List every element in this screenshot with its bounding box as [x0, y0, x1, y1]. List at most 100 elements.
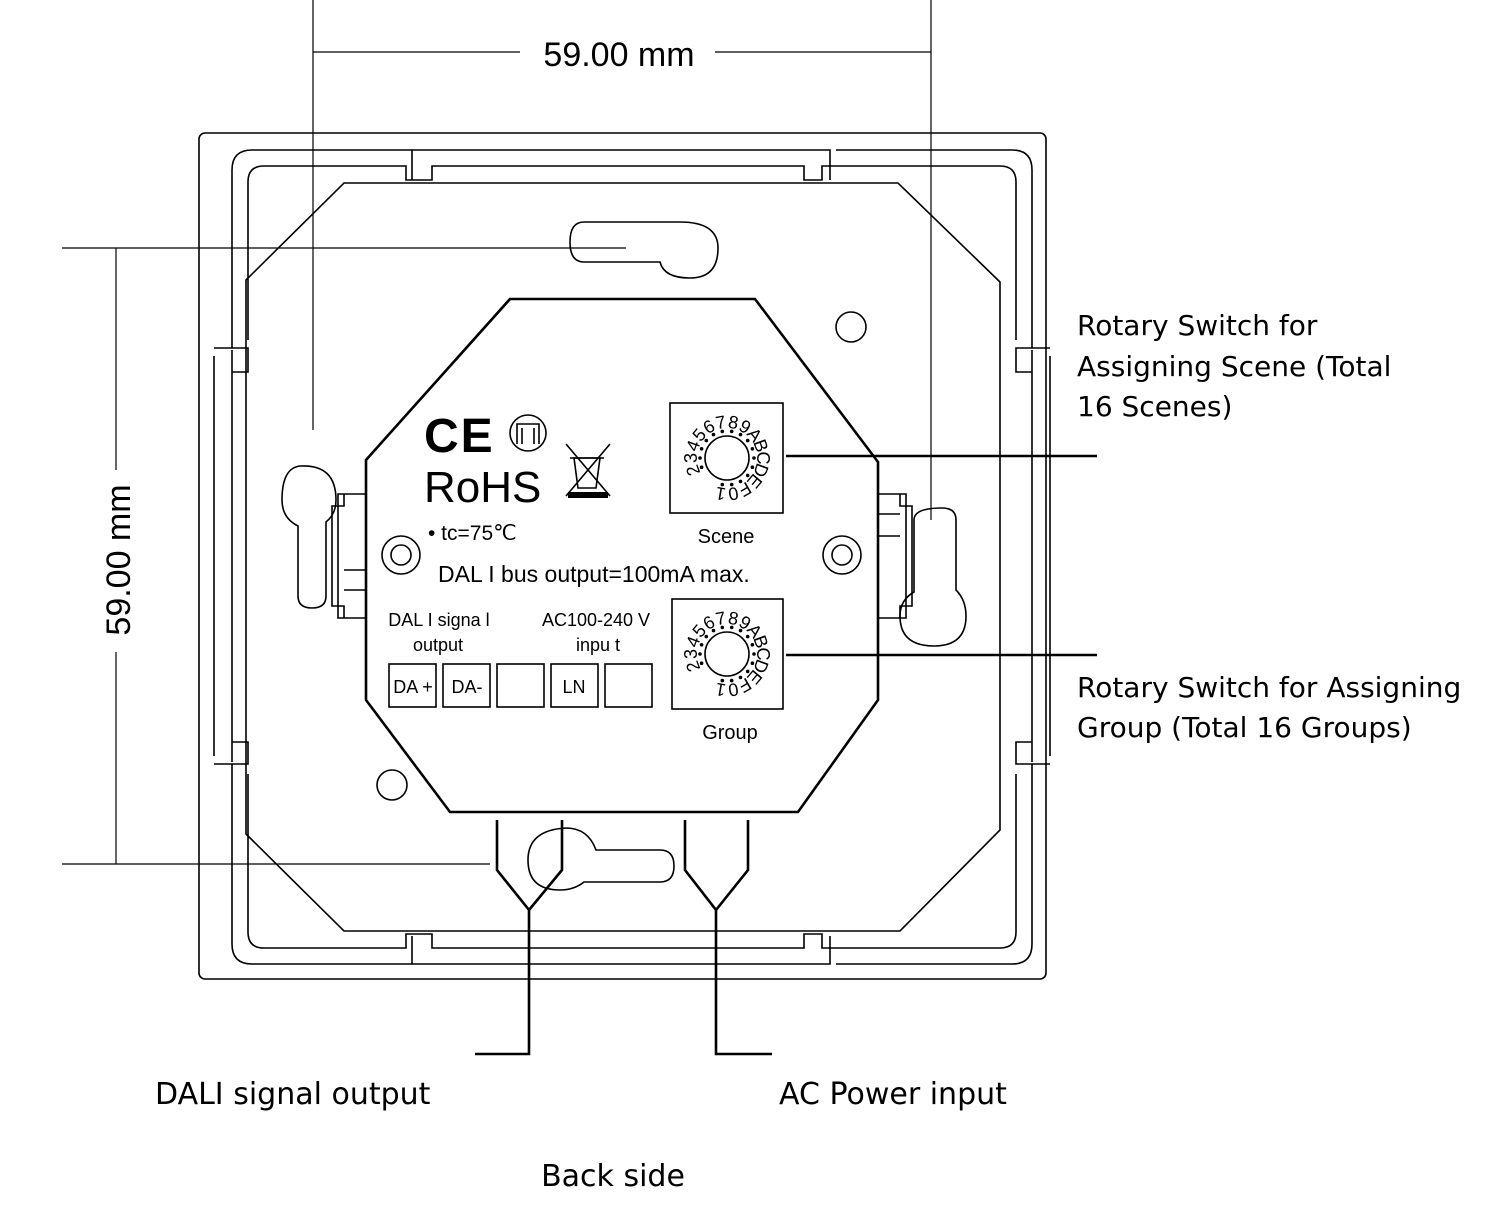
dial-tick [699, 643, 704, 647]
terminal: LN [550, 663, 599, 708]
dali-terminal-label-line2: output [413, 635, 463, 655]
dial-tick [699, 465, 704, 470]
ac-terminal-label-line1: AC100-240 V [542, 610, 650, 630]
dial-tick [699, 661, 704, 665]
rohs-mark: RoHS [424, 463, 541, 512]
group-switch-caption: Group [702, 722, 758, 744]
svg-text:DA-: DA- [452, 677, 483, 697]
housing-screw-left [381, 535, 421, 575]
dial-digit: 7 [714, 608, 727, 629]
dial-tick [720, 625, 725, 630]
housing-screw-right [822, 535, 862, 575]
dial-tick [704, 634, 709, 639]
dial-tick [750, 447, 755, 451]
height-dimension-label: 59.00 mm [100, 484, 138, 635]
mounting-plate [245, 182, 1001, 932]
terminal [496, 663, 545, 708]
width-dimension: 59.00 mm [312, 0, 932, 520]
dial-tick [699, 447, 704, 451]
dial-tick [729, 482, 734, 487]
dial-digit: C [753, 452, 773, 465]
dali-terminal-label-line1: DAL I signa l [388, 610, 489, 630]
back-side-caption: Back side [541, 1159, 685, 1194]
svg-text:Group (Total 16 Groups): Group (Total 16 Groups) [1077, 711, 1412, 744]
dial-digit: 1 [714, 483, 727, 504]
ac-input-callout: AC Power input [779, 1077, 1007, 1112]
dial-digit: 2 [682, 658, 704, 674]
dial-digit: 0 [727, 483, 740, 504]
ce-mark: CE [424, 410, 495, 463]
outer-frame [198, 132, 1051, 980]
dali-wires [475, 820, 564, 1056]
terminal: DA + [388, 663, 437, 708]
terminal: DA- [442, 663, 491, 708]
svg-text:Rotary Switch for Assigning: Rotary Switch for Assigning [1077, 671, 1461, 704]
weee-bin-icon [565, 443, 611, 498]
terminal-block: DA + DA- LN [388, 663, 653, 708]
height-dimension: 59.00 mm [62, 247, 626, 865]
keyhole-slot-right [899, 507, 967, 647]
keyhole-slot-bottom [527, 827, 675, 891]
dial-tick [738, 479, 743, 484]
dial-tick [738, 628, 743, 633]
dial-digit: D [749, 657, 772, 676]
svg-text:DA +: DA + [393, 677, 433, 697]
dial-tick [745, 473, 750, 478]
safety-mark-icon [509, 414, 547, 452]
dial-tick [750, 661, 755, 665]
dial-tick [745, 634, 750, 639]
terminal [604, 663, 653, 708]
dial-digit: 3 [681, 649, 701, 659]
dial-tick [745, 669, 750, 674]
dial-digit: C [753, 648, 773, 661]
svg-text:16 Scenes): 16 Scenes) [1077, 390, 1232, 423]
keyhole-slot-top [569, 221, 719, 279]
dial-digit: 8 [727, 608, 740, 629]
dial-digit: 7 [714, 412, 727, 433]
dial-tick [711, 628, 716, 633]
dial-tick [698, 652, 702, 656]
dial-digit: 3 [681, 453, 701, 463]
dial-digit: 0 [727, 679, 740, 700]
scene-switch-caption: Scene [698, 526, 755, 548]
dali-output-callout: DALI signal output [155, 1077, 431, 1112]
dial-tick [745, 438, 750, 443]
svg-text:Assigning Scene (Total: Assigning Scene (Total [1077, 350, 1391, 383]
dial-tick [720, 678, 725, 683]
ac-terminal-label-line2: inpu t [576, 635, 620, 655]
dial-tick [720, 429, 725, 434]
keyhole-slot-left [281, 465, 337, 609]
dial-tick [704, 438, 709, 443]
bus-output-spec: DAL I bus output=100mA max. [438, 561, 750, 587]
width-dimension-label: 59.00 mm [543, 36, 694, 74]
dial-digit: 2 [682, 462, 704, 478]
svg-text:LN: LN [562, 677, 585, 697]
dial-tick [750, 643, 755, 647]
svg-text:Rotary Switch for: Rotary Switch for [1077, 309, 1318, 342]
dial-tick [752, 652, 756, 656]
dial-tick [720, 482, 725, 487]
module-housing [364, 297, 880, 814]
screw-hole [835, 311, 867, 343]
side-clip-right [877, 493, 913, 619]
dial-tick [729, 678, 734, 683]
dial-digit: 1 [714, 679, 727, 700]
tc-rating: • tc=75℃ [428, 522, 517, 545]
certification-marks: CE RoHS • tc=75℃ [424, 410, 611, 545]
screw-hole [376, 769, 408, 801]
group-switch-callout: Rotary Switch for Assigning Group (Total… [1077, 671, 1461, 744]
ac-wires [683, 820, 772, 1056]
dial-tick [738, 432, 743, 437]
dial-tick [711, 432, 716, 437]
dial-tick [729, 625, 734, 630]
dial-tick [750, 465, 755, 470]
dial-tick [738, 675, 743, 680]
dial-tick [752, 456, 756, 460]
dial-digit: 8 [727, 412, 740, 433]
scene-switch-callout: Rotary Switch for Assigning Scene (Total… [1077, 309, 1391, 423]
dial-tick [729, 429, 734, 434]
side-clip-left [331, 493, 367, 619]
